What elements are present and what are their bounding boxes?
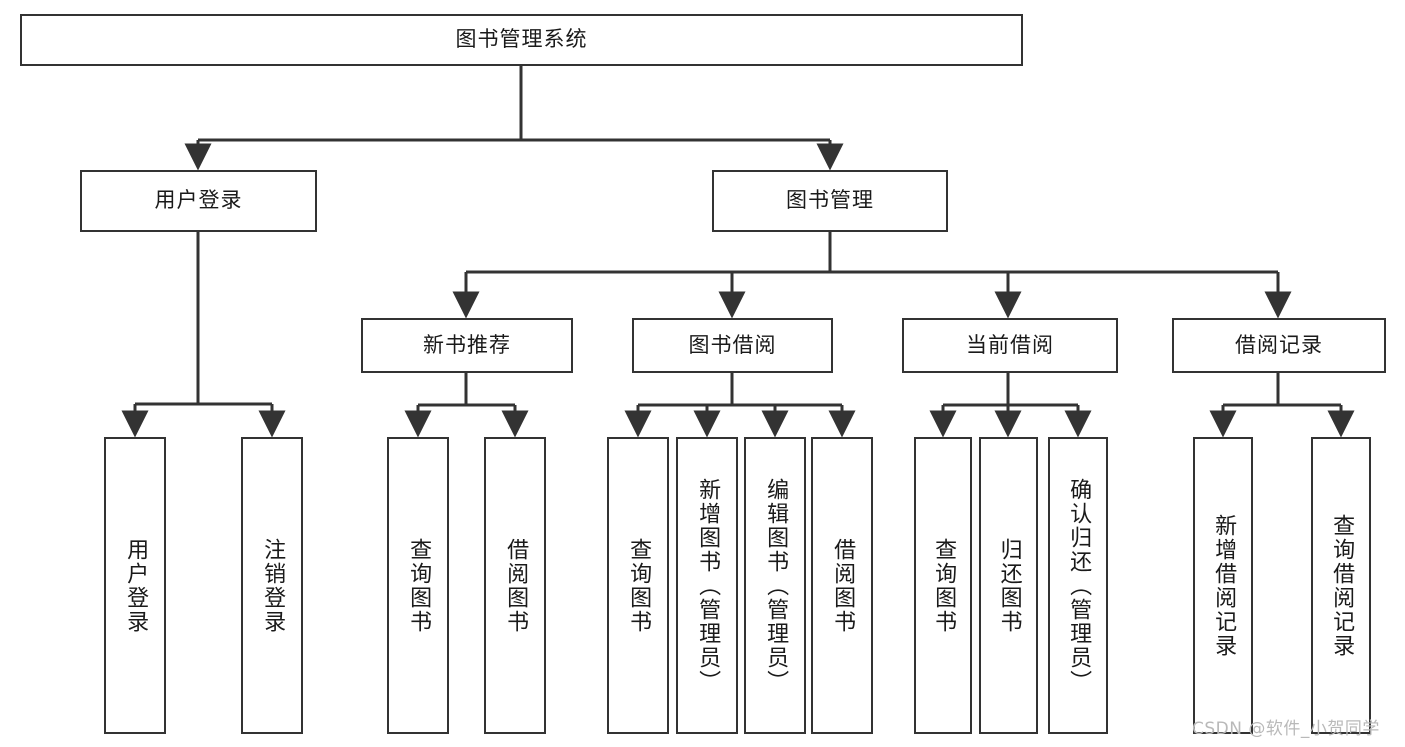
leaf-query-borrow-record-label: 查询借阅记录 bbox=[1329, 513, 1355, 658]
leaf-query-book-current-label: 查询图书 bbox=[931, 537, 957, 634]
leaf-borrow-book-recommend-label: 借阅图书 bbox=[503, 537, 529, 634]
node-current-borrow-label: 当前借阅 bbox=[966, 332, 1054, 357]
node-borrow-records-label: 借阅记录 bbox=[1235, 332, 1323, 357]
node-new-book-recommend[interactable]: 新书推荐 bbox=[361, 318, 573, 373]
leaf-add-borrow-record[interactable]: 新增借阅记录 bbox=[1193, 437, 1253, 734]
node-current-borrow[interactable]: 当前借阅 bbox=[902, 318, 1118, 373]
leaf-user-login-label: 用户登录 bbox=[123, 537, 149, 634]
leaf-user-logout-label: 注销登录 bbox=[260, 537, 286, 634]
node-user-login-label: 用户登录 bbox=[154, 188, 243, 213]
leaf-query-book-recommend[interactable]: 查询图书 bbox=[387, 437, 449, 734]
leaf-edit-book-admin[interactable]: 编辑图书（管理员） bbox=[744, 437, 806, 734]
leaf-user-logout[interactable]: 注销登录 bbox=[241, 437, 303, 734]
leaf-confirm-return-admin[interactable]: 确认归还（管理员） bbox=[1048, 437, 1108, 734]
leaf-query-book-current[interactable]: 查询图书 bbox=[914, 437, 972, 734]
node-book-management-label: 图书管理 bbox=[786, 188, 874, 213]
leaf-borrow-book-label: 借阅图书 bbox=[830, 537, 856, 634]
leaf-borrow-book[interactable]: 借阅图书 bbox=[811, 437, 873, 734]
leaf-query-book-borrow-label: 查询图书 bbox=[626, 537, 652, 634]
leaf-confirm-return-admin-label: 确认归还（管理员） bbox=[1066, 477, 1092, 694]
leaf-return-book-label: 归还图书 bbox=[996, 537, 1022, 634]
leaf-add-borrow-record-label: 新增借阅记录 bbox=[1211, 513, 1237, 658]
node-book-management[interactable]: 图书管理 bbox=[712, 170, 948, 232]
leaf-add-book-admin[interactable]: 新增图书（管理员） bbox=[676, 437, 738, 734]
leaf-query-borrow-record[interactable]: 查询借阅记录 bbox=[1311, 437, 1371, 734]
csdn-watermark: CSDN @软件_小贺同学 bbox=[1192, 719, 1380, 739]
leaf-add-book-admin-label: 新增图书（管理员） bbox=[695, 477, 721, 694]
node-new-book-recommend-label: 新书推荐 bbox=[423, 332, 511, 357]
node-book-borrow-label: 图书借阅 bbox=[688, 332, 777, 357]
leaf-query-book-borrow[interactable]: 查询图书 bbox=[607, 437, 669, 734]
leaf-query-book-recommend-label: 查询图书 bbox=[406, 537, 432, 634]
leaf-user-login[interactable]: 用户登录 bbox=[104, 437, 166, 734]
leaf-edit-book-admin-label: 编辑图书（管理员） bbox=[763, 477, 789, 694]
leaf-return-book[interactable]: 归还图书 bbox=[979, 437, 1038, 734]
node-root[interactable]: 图书管理系统 bbox=[20, 14, 1023, 66]
node-borrow-records[interactable]: 借阅记录 bbox=[1172, 318, 1386, 373]
leaf-borrow-book-recommend[interactable]: 借阅图书 bbox=[484, 437, 546, 734]
node-book-borrow[interactable]: 图书借阅 bbox=[632, 318, 833, 373]
node-root-label: 图书管理系统 bbox=[455, 27, 588, 52]
node-user-login[interactable]: 用户登录 bbox=[80, 170, 317, 232]
